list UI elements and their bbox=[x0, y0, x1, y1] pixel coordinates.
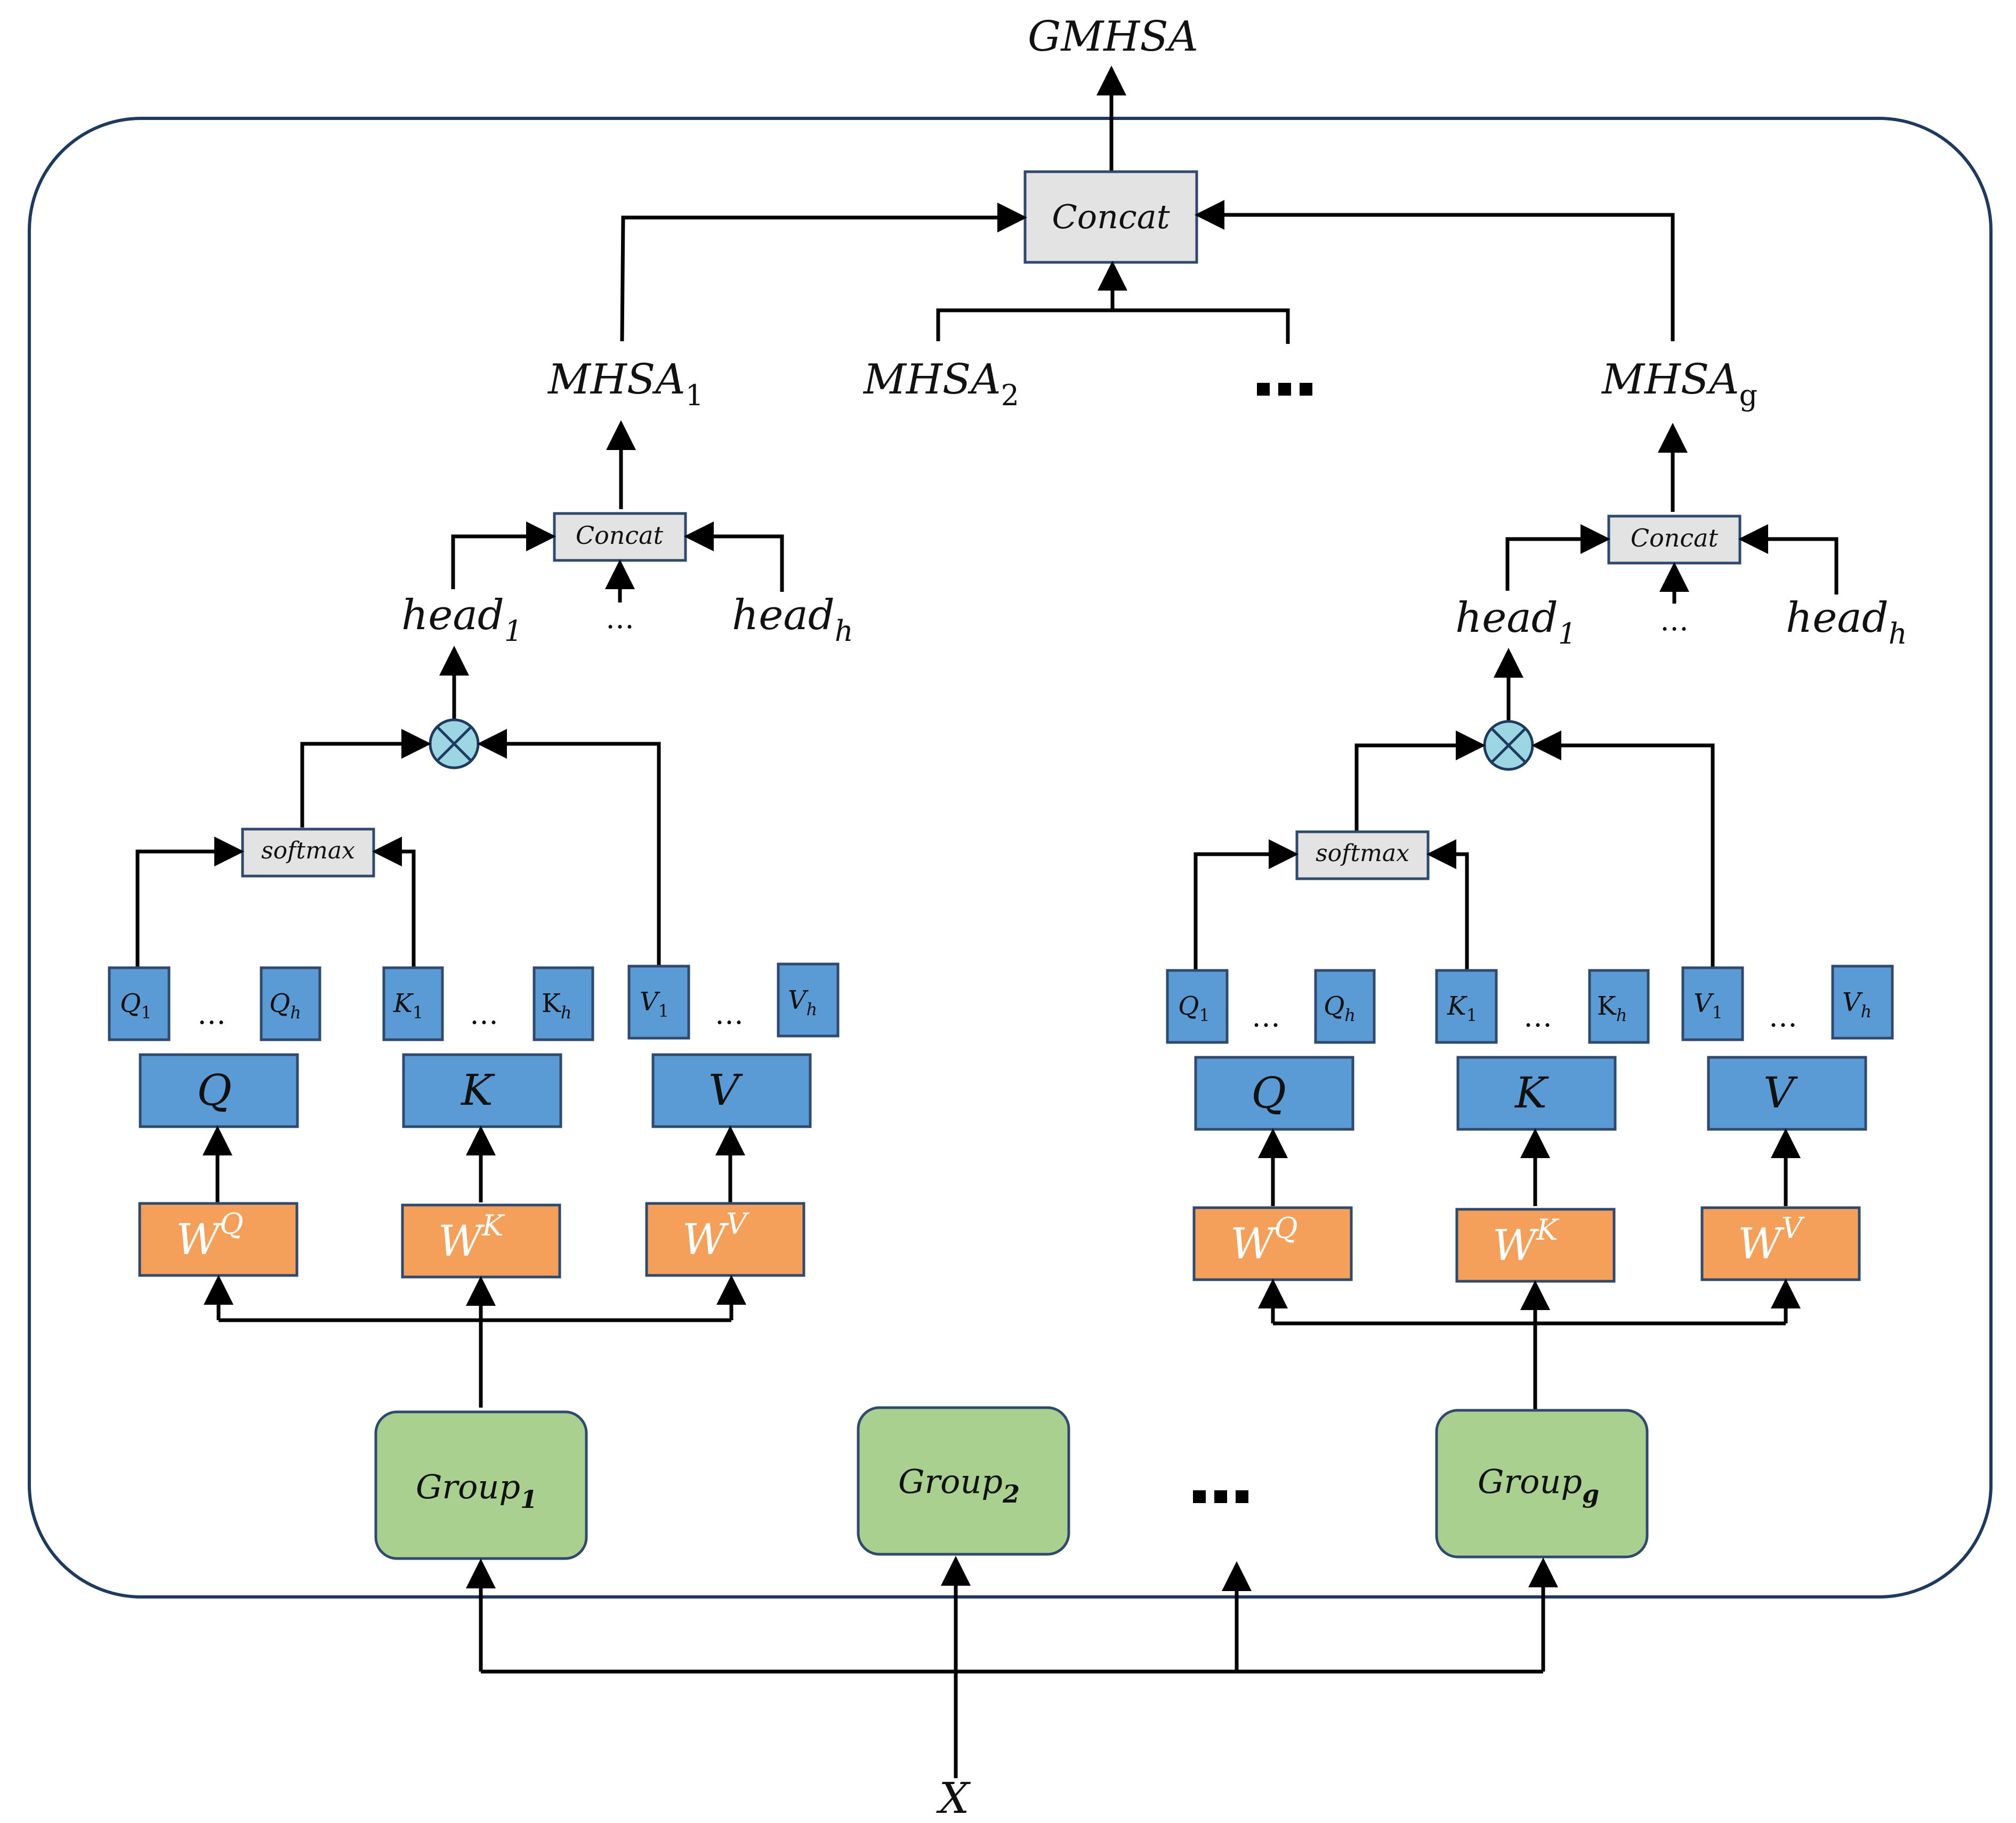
arrow-left-v1-to-mult bbox=[477, 729, 661, 966]
right-v-box bbox=[1707, 1056, 1867, 1131]
right-vh-box bbox=[1831, 965, 1894, 1040]
left-wk-label: WK bbox=[438, 1209, 505, 1266]
arrow-mhsag-to-concat bbox=[1195, 200, 1675, 341]
right-q1-box bbox=[1166, 969, 1229, 1044]
group-2-label: Group2 bbox=[898, 1462, 1020, 1508]
left-q-dots: … bbox=[197, 997, 226, 1031]
right-k1-label: K1 bbox=[1447, 991, 1477, 1025]
left-branch: Concat head1 … headh softmax Q1 … Qh K1 … bbox=[108, 420, 853, 1408]
left-multiply-icon bbox=[429, 718, 480, 769]
right-v-dots: … bbox=[1769, 1000, 1797, 1033]
arrow-left-q1-to-softmax bbox=[135, 837, 244, 968]
mhsa-1-label: MHSA1 bbox=[547, 356, 704, 412]
left-k-dots: … bbox=[470, 997, 498, 1031]
group-g-box: Groupg bbox=[1435, 1409, 1649, 1559]
left-head-h-label: headh bbox=[732, 591, 853, 648]
left-q1-box bbox=[108, 966, 171, 1041]
mhsa-2-label: MHSA2 bbox=[862, 356, 1019, 412]
arrow-right-head1-to-concat bbox=[1505, 524, 1610, 591]
right-wq-box bbox=[1192, 1206, 1353, 1281]
left-softmax-label: softmax bbox=[261, 837, 355, 864]
left-head-1-label: head1 bbox=[401, 591, 522, 648]
left-k1-box bbox=[382, 966, 444, 1041]
left-q-box bbox=[139, 1053, 299, 1128]
left-k-label: K bbox=[460, 1065, 495, 1115]
left-q-label: Q bbox=[197, 1065, 232, 1115]
outer-frame bbox=[28, 117, 1993, 1599]
left-k1-label: K1 bbox=[393, 989, 423, 1023]
left-head-dots: … bbox=[606, 601, 634, 635]
mhsa-g-label: MHSAg bbox=[1601, 356, 1757, 412]
arrow-right-v1-to-mult bbox=[1531, 730, 1715, 968]
right-wk-box bbox=[1455, 1208, 1616, 1283]
right-kh-box bbox=[1588, 969, 1650, 1044]
arrow-left-k1-to-softmax bbox=[372, 837, 416, 968]
top-concat-label: Concat bbox=[1052, 197, 1170, 236]
right-branch: Concat head1 … headh softmax Q1 … Qh K1 … bbox=[1166, 423, 1907, 1410]
arrow-right-k1-to-softmax bbox=[1426, 839, 1469, 970]
left-v1-box bbox=[627, 965, 690, 1040]
right-head-h-label: headh bbox=[1786, 594, 1907, 651]
right-wk-label: WK bbox=[1493, 1213, 1559, 1270]
group-1-box: Group1 bbox=[374, 1410, 588, 1560]
left-wq-box bbox=[138, 1202, 299, 1277]
left-kh-box bbox=[533, 966, 594, 1041]
right-q-dots: … bbox=[1252, 1000, 1280, 1033]
right-head-1-label: head1 bbox=[1455, 594, 1576, 651]
right-k-box bbox=[1456, 1056, 1617, 1131]
group-g-label: Groupg bbox=[1478, 1462, 1599, 1508]
left-wq-label: WQ bbox=[176, 1207, 244, 1264]
left-vh-box bbox=[777, 962, 840, 1038]
arrow-right-softmax-to-mult bbox=[1354, 730, 1486, 831]
right-qh-label: Qh bbox=[1324, 991, 1356, 1025]
right-v1-box bbox=[1681, 966, 1744, 1041]
arrow-right-headh-to-concat bbox=[1738, 524, 1838, 595]
left-v-label: V bbox=[708, 1065, 743, 1115]
right-multiply-icon bbox=[1483, 720, 1534, 771]
right-k1-box bbox=[1435, 969, 1498, 1044]
right-softmax-label: softmax bbox=[1316, 840, 1409, 867]
right-q1-label: Q1 bbox=[1178, 991, 1210, 1025]
mhsa-ellipsis bbox=[1257, 383, 1312, 396]
right-kh-label: Kh bbox=[1597, 991, 1627, 1025]
right-wv-label: WV bbox=[1738, 1211, 1805, 1268]
group-2-box: Group2 bbox=[857, 1406, 1070, 1556]
right-head-concat-label: Concat bbox=[1631, 524, 1719, 552]
right-q-label: Q bbox=[1251, 1068, 1286, 1118]
left-wv-label: WV bbox=[682, 1207, 749, 1264]
input-x-label: X bbox=[936, 1773, 971, 1823]
left-q1-label: Q1 bbox=[120, 989, 152, 1023]
left-kh-label: Kh bbox=[542, 989, 571, 1023]
right-vh-label: Vh bbox=[1842, 987, 1872, 1022]
arrow-left-softmax-to-mult bbox=[300, 729, 431, 828]
arrow-mhsa1-to-concat bbox=[620, 203, 1027, 342]
left-qh-label: Qh bbox=[269, 989, 301, 1023]
left-vh-label: Vh bbox=[788, 985, 817, 1019]
arrow-left-headh-to-concat bbox=[684, 521, 784, 592]
right-softmax-box bbox=[1295, 830, 1430, 880]
bracket-mhsa2 bbox=[936, 308, 1290, 344]
right-wq-label: WQ bbox=[1230, 1211, 1298, 1268]
group-ellipsis bbox=[1193, 1490, 1248, 1503]
right-qh-box bbox=[1314, 969, 1376, 1044]
right-head-dots: … bbox=[1660, 604, 1689, 637]
right-v-label: V bbox=[1763, 1068, 1798, 1118]
left-v-box bbox=[651, 1053, 812, 1128]
right-v1-label: V1 bbox=[1694, 989, 1723, 1023]
right-q-box bbox=[1194, 1056, 1354, 1131]
arrow-left-head1-to-concat bbox=[451, 521, 556, 589]
left-head-concat-label: Concat bbox=[576, 521, 664, 550]
top-concat-box: Concat bbox=[1023, 170, 1198, 264]
left-v1-label: V1 bbox=[640, 987, 669, 1021]
arrow-right-q1-to-softmax bbox=[1194, 839, 1299, 970]
group-1-label: Group1 bbox=[416, 1467, 537, 1514]
right-k-dots: … bbox=[1523, 1000, 1552, 1033]
left-qh-box bbox=[260, 966, 321, 1041]
left-v-dots: … bbox=[715, 997, 744, 1031]
right-k-label: K bbox=[1514, 1068, 1549, 1118]
gmhsa-title: GMHSA bbox=[1028, 13, 1198, 61]
left-k-box bbox=[402, 1053, 562, 1128]
